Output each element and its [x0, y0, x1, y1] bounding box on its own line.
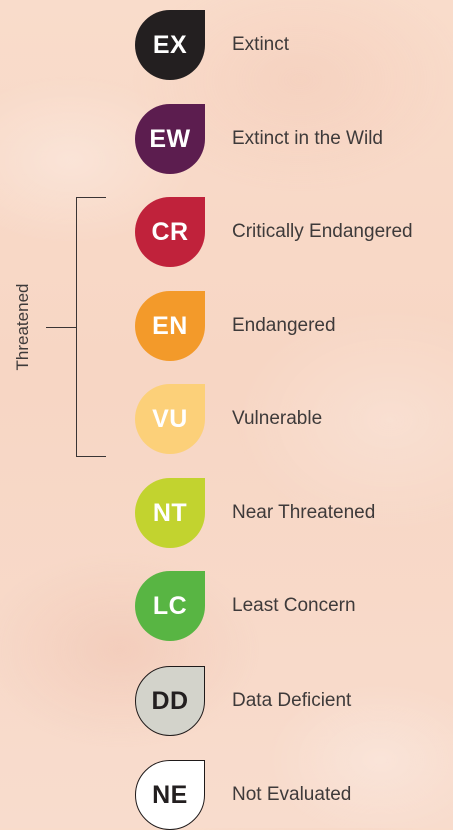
category-row-least-concern: LC Least Concern	[0, 571, 453, 641]
category-badge-cr: CR	[135, 197, 205, 267]
threatened-bracket-line	[76, 197, 77, 456]
category-badge-en: EN	[135, 291, 205, 361]
category-label-ex: Extinct	[232, 34, 290, 55]
category-badge-ew: EW	[135, 104, 205, 174]
category-row-not-evaluated: NE Not Evaluated	[0, 760, 453, 830]
category-label-ne: Not Evaluated	[232, 784, 352, 805]
category-badge-ne: NE	[135, 760, 205, 830]
category-badge-vu: VU	[135, 384, 205, 454]
category-label-vu: Vulnerable	[232, 408, 323, 429]
threatened-bracket-connector	[46, 327, 77, 328]
category-row-vulnerable: VU Vulnerable	[0, 384, 453, 454]
category-label-dd: Data Deficient	[232, 690, 352, 711]
threatened-bracket-bottom	[76, 456, 106, 457]
category-badge-lc: LC	[135, 571, 205, 641]
category-label-ew: Extinct in the Wild	[232, 128, 383, 149]
category-label-lc: Least Concern	[232, 595, 356, 616]
category-row-critically-endangered: CR Critically Endangered	[0, 197, 453, 267]
category-badge-nt: NT	[135, 478, 205, 548]
category-row-extinct: EX Extinct	[0, 10, 453, 80]
category-row-data-deficient: DD Data Deficient	[0, 666, 453, 736]
category-label-cr: Critically Endangered	[232, 221, 413, 242]
threatened-bracket-top	[76, 197, 106, 198]
category-badge-ex: EX	[135, 10, 205, 80]
category-row-extinct-in-the-wild: EW Extinct in the Wild	[0, 104, 453, 174]
category-label-nt: Near Threatened	[232, 502, 376, 523]
category-row-near-threatened: NT Near Threatened	[0, 478, 453, 548]
category-row-endangered: EN Endangered	[0, 291, 453, 361]
category-badge-dd: DD	[135, 666, 205, 736]
category-label-en: Endangered	[232, 315, 336, 336]
